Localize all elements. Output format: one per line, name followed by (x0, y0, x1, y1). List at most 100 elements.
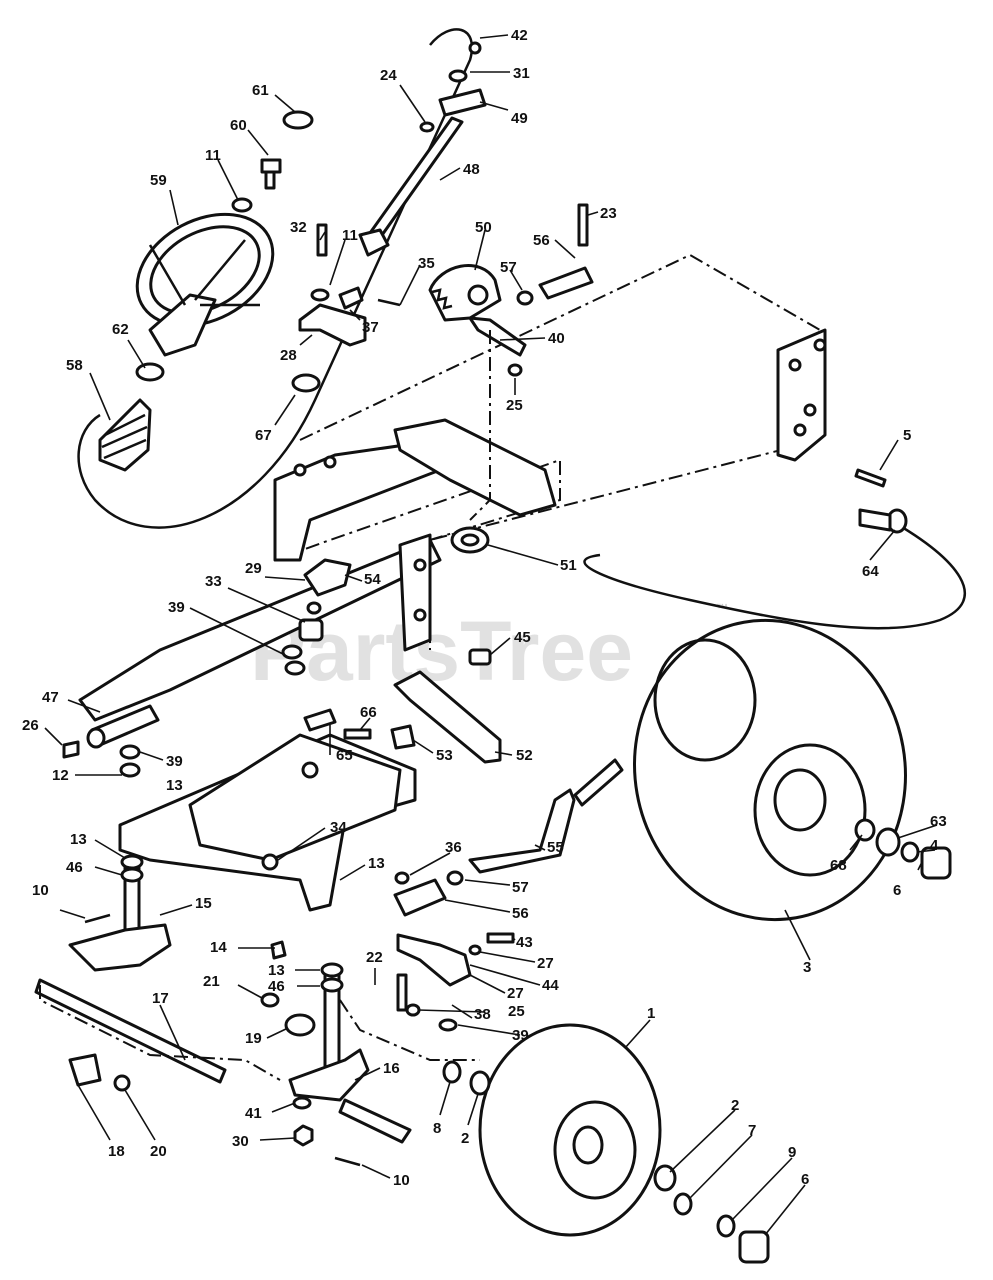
sector-gear-teeth (431, 288, 453, 310)
part-label-28: 28 (280, 347, 297, 364)
part-label-52: 52 (516, 747, 533, 764)
part-label-27b: 27 (507, 985, 524, 1002)
nut-25 (507, 363, 523, 377)
nut-30 (293, 1124, 314, 1147)
steering-nut (231, 197, 253, 213)
part-label-11: 11 (205, 147, 221, 164)
part-label-10b: 10 (393, 1172, 410, 1189)
part-label-10: 10 (32, 882, 49, 899)
part-label-2b: 2 (731, 1097, 739, 1114)
bolt-22 (396, 973, 408, 1012)
ball-joint-56 (393, 878, 447, 917)
rear-tire-sidewall-edge (653, 638, 757, 762)
axle-hole (301, 761, 319, 779)
part-label-19: 19 (245, 1030, 262, 1047)
tie-rod (34, 978, 227, 1084)
part-label-39: 39 (168, 599, 185, 616)
frame-bolt (413, 608, 427, 622)
part-label-25: 25 (506, 397, 523, 414)
part-label-43: 43 (516, 934, 533, 951)
part-label-13c: 13 (368, 855, 385, 872)
part-label-7: 7 (748, 1122, 756, 1139)
bolt-23 (577, 203, 589, 247)
bracket-52 (393, 670, 502, 764)
part-label-38: 38 (474, 1006, 491, 1023)
pin-66 (343, 728, 372, 740)
lower-frame-rail (78, 538, 442, 722)
nut-57 (446, 870, 464, 886)
washer-68 (854, 818, 876, 842)
frame-bolt (788, 358, 802, 372)
part-label-1: 1 (647, 1005, 655, 1022)
part-label-34: 34 (330, 819, 347, 836)
column-bushing (135, 362, 165, 382)
part-label-57: 57 (500, 259, 517, 276)
part-label-36: 36 (445, 839, 462, 856)
part-label-62: 62 (112, 321, 129, 338)
washer-39 (119, 744, 141, 760)
part-label-53: 53 (436, 747, 453, 764)
washer-9 (716, 1214, 736, 1238)
part-label-29: 29 (245, 560, 262, 577)
part-label-59: 59 (150, 172, 167, 189)
part-label-61: 61 (252, 82, 269, 99)
washer-46 (120, 867, 144, 883)
washer (419, 121, 435, 133)
part-label-25b: 25 (508, 1003, 525, 1020)
part-label-20: 20 (150, 1143, 167, 1160)
bearing-2 (469, 1070, 491, 1096)
part-label-54: 54 (364, 571, 381, 588)
steering-cap (282, 110, 314, 130)
nut-38 (405, 1003, 421, 1017)
steering-wheel-spokes (148, 239, 260, 307)
washer-39 (284, 660, 306, 676)
part-label-39b: 39 (166, 753, 183, 770)
nut-20 (113, 1074, 131, 1092)
steering-bolt-shank (264, 170, 276, 190)
part-label-45: 45 (514, 629, 531, 646)
pivot-bushing (298, 618, 324, 642)
washer-7 (673, 1192, 693, 1216)
part-label-55: 55 (547, 839, 564, 856)
column-mount-bracket (298, 303, 367, 347)
part-label-39c: 39 (512, 1027, 529, 1044)
part-label-21: 21 (203, 973, 220, 990)
washer-27 (468, 944, 482, 956)
part-label-63: 63 (930, 813, 947, 830)
part-label-2: 2 (461, 1130, 469, 1147)
part-label-13b: 13 (70, 831, 87, 848)
frame-bolt (323, 455, 337, 469)
cotter-pin-10b (334, 1156, 361, 1167)
rear-wheel-outline-loop (583, 518, 967, 630)
part-label-14: 14 (210, 939, 227, 956)
part-label-66: 66 (360, 704, 377, 721)
grease-fitting-14 (270, 940, 287, 960)
front-axle-crossmember (188, 733, 402, 862)
washer-41 (292, 1096, 312, 1110)
washer (448, 69, 468, 83)
bolt-45 (468, 648, 492, 666)
sector-gear-hub (467, 284, 489, 306)
washer-39 (438, 1018, 458, 1032)
part-label-9: 9 (788, 1144, 796, 1161)
part-label-60: 60 (230, 117, 247, 134)
steering-arm (468, 316, 527, 357)
nut (310, 288, 330, 302)
part-label-24: 24 (380, 67, 397, 84)
washer-8 (442, 1060, 462, 1084)
part-label-44: 44 (542, 977, 559, 994)
part-label-68: 68 (830, 857, 847, 874)
leader-lines (44, 34, 938, 1236)
part-label-6b: 6 (801, 1171, 809, 1188)
part-label-46b: 46 (268, 978, 285, 995)
pivot-plate (303, 558, 352, 597)
part-label-13: 13 (166, 777, 183, 794)
shaft-coupler (338, 286, 364, 310)
part-label-5: 5 (903, 427, 911, 444)
steering-bolt-head (260, 158, 282, 174)
part-label-56b: 56 (512, 905, 529, 922)
part-label-13d: 13 (268, 962, 285, 979)
washer-39 (281, 644, 303, 660)
part-label-6: 6 (893, 882, 901, 899)
